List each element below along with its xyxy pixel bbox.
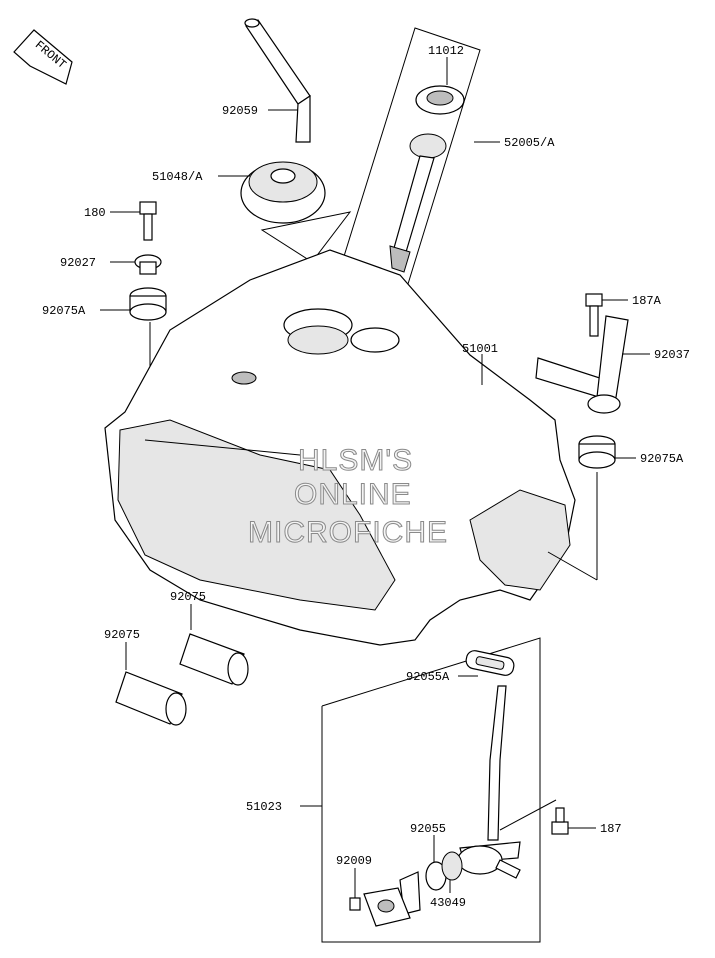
filter-43049 xyxy=(441,851,463,881)
breather-hose-92059 xyxy=(244,18,311,143)
collar-92027 xyxy=(134,254,162,275)
watermark-line-1: HLSM'S xyxy=(298,444,413,477)
label-92075-top: 92075 xyxy=(170,590,206,604)
gasket-92055A xyxy=(465,650,515,676)
bolt-187 xyxy=(499,799,569,835)
label-51001: 51001 xyxy=(462,342,498,356)
label-52005A: 52005/A xyxy=(504,136,555,150)
label-92075A-left: 92075A xyxy=(42,304,86,318)
fuel-cap-51048A xyxy=(240,161,352,263)
part-labels: 11012 92059 52005/A 51048/A 180 92027 92… xyxy=(42,44,690,910)
sleeve-92075-upper xyxy=(179,633,249,686)
label-92027: 92027 xyxy=(60,256,96,270)
bolt-180 xyxy=(139,201,157,241)
bolt-187A xyxy=(585,293,603,337)
label-92059: 92059 xyxy=(222,104,258,118)
label-92037: 92037 xyxy=(654,348,690,362)
label-187: 187 xyxy=(600,822,622,836)
label-51048A: 51048/A xyxy=(152,170,203,184)
watermark: HLSM'S ONLINE MICROFICHE xyxy=(248,444,448,550)
label-92075-bottom: 92075 xyxy=(104,628,140,642)
watermark-line-3: MICROFICHE xyxy=(248,516,448,549)
fuel-gauge-sender xyxy=(389,133,447,273)
fuel-tank-51001 xyxy=(104,249,576,646)
label-92055A: 92055A xyxy=(406,670,450,684)
label-180: 180 xyxy=(84,206,106,220)
fuel-cock-cover xyxy=(363,887,411,927)
clamp-92037 xyxy=(535,315,629,414)
leader-lines xyxy=(100,57,650,893)
damper-92075A-left xyxy=(129,287,167,390)
label-92075A-right: 92075A xyxy=(640,452,684,466)
label-43049: 43049 xyxy=(430,896,466,910)
label-11012: 11012 xyxy=(428,44,464,58)
label-51023: 51023 xyxy=(246,800,282,814)
sleeve-92075-lower xyxy=(115,671,187,726)
label-92055: 92055 xyxy=(410,822,446,836)
front-arrow-marker: FRONT xyxy=(13,29,73,85)
label-92009: 92009 xyxy=(336,854,372,868)
label-187A: 187A xyxy=(632,294,662,308)
fuel-cock-51023 xyxy=(457,685,521,879)
gasket-11012 xyxy=(415,85,465,115)
screw-92009 xyxy=(349,868,361,911)
damper-92075A-right xyxy=(547,435,616,581)
watermark-line-2: ONLINE xyxy=(294,478,412,511)
